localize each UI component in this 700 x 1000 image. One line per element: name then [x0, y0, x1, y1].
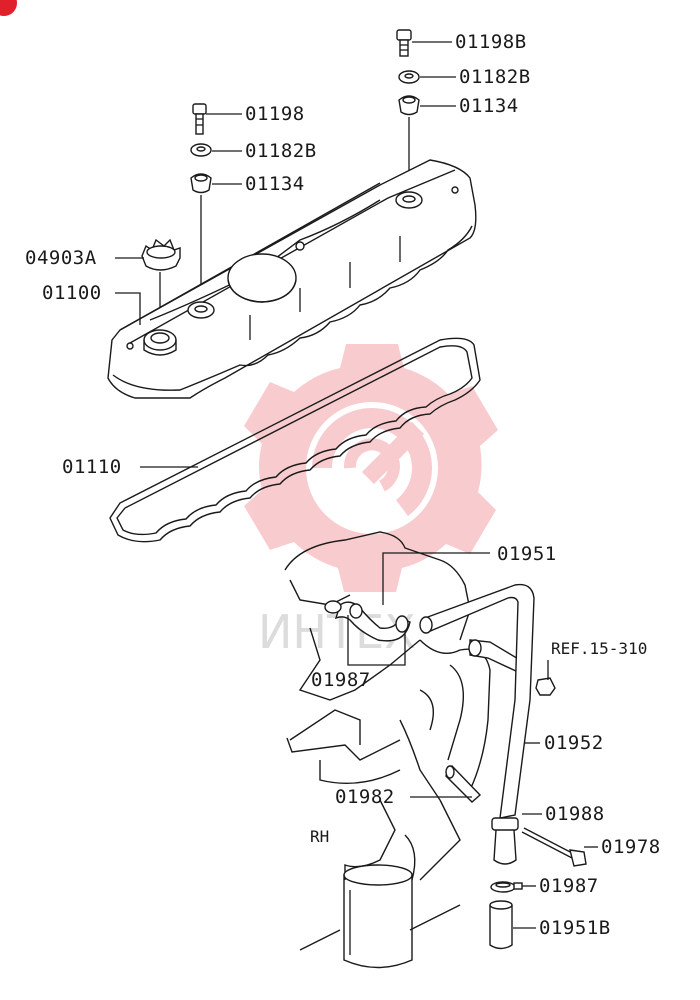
callout-04903a: 04903A	[25, 247, 97, 269]
hose-01952-icon	[419, 583, 535, 819]
gasket-icon	[109, 337, 481, 543]
callout-01951: 01951	[497, 543, 557, 565]
corner-badge-icon	[0, 0, 17, 16]
watermark: ИНТЕХ	[244, 344, 498, 659]
callout-01988: 01988	[545, 803, 605, 825]
clip-01988-icon	[491, 817, 519, 865]
tube-01982-icon	[445, 765, 482, 803]
grommet-01134-right-icon	[398, 95, 420, 116]
gear-logo-icon	[244, 344, 498, 592]
bolt-01198b-icon	[396, 29, 412, 57]
callout-01952: 01952	[544, 732, 604, 754]
engine-block-icon	[284, 531, 521, 969]
callout-01982: 01982	[335, 786, 395, 808]
callout-01182b-right: 01182B	[459, 66, 531, 88]
callout-01134-right: 01134	[459, 95, 519, 117]
callout-01134-left: 01134	[245, 173, 305, 195]
hose-01951b-icon	[489, 900, 513, 950]
callout-01182b-left: 01182B	[245, 140, 317, 162]
hose-01951-icon	[324, 600, 411, 642]
callout-01100: 01100	[42, 282, 102, 304]
callout-01951b: 01951B	[539, 917, 611, 939]
bolt-01978-icon	[521, 827, 587, 867]
callout-01987-lower: 01987	[539, 875, 599, 897]
oil-filler-cap-icon	[141, 238, 181, 271]
callout-01110: 01110	[62, 456, 122, 478]
washer-01182b-left-icon	[190, 143, 212, 157]
ref-fitting-icon	[535, 677, 556, 696]
bolt-01198-icon	[192, 103, 207, 135]
grommet-01134-left-icon	[190, 173, 212, 194]
washer-01182b-right-icon	[398, 70, 420, 84]
valve-cover-icon	[107, 159, 477, 399]
callout-ref-15-310: REF.15-310	[551, 639, 647, 658]
clamp-01987-bottom-icon	[490, 881, 523, 893]
callout-01978: 01978	[601, 836, 661, 858]
side-label-rh: RH	[310, 827, 329, 846]
callout-01198b: 01198B	[455, 31, 527, 53]
leader-lines	[115, 41, 598, 929]
callout-01987-upper: 01987	[311, 669, 371, 691]
callout-01198: 01198	[245, 103, 305, 125]
